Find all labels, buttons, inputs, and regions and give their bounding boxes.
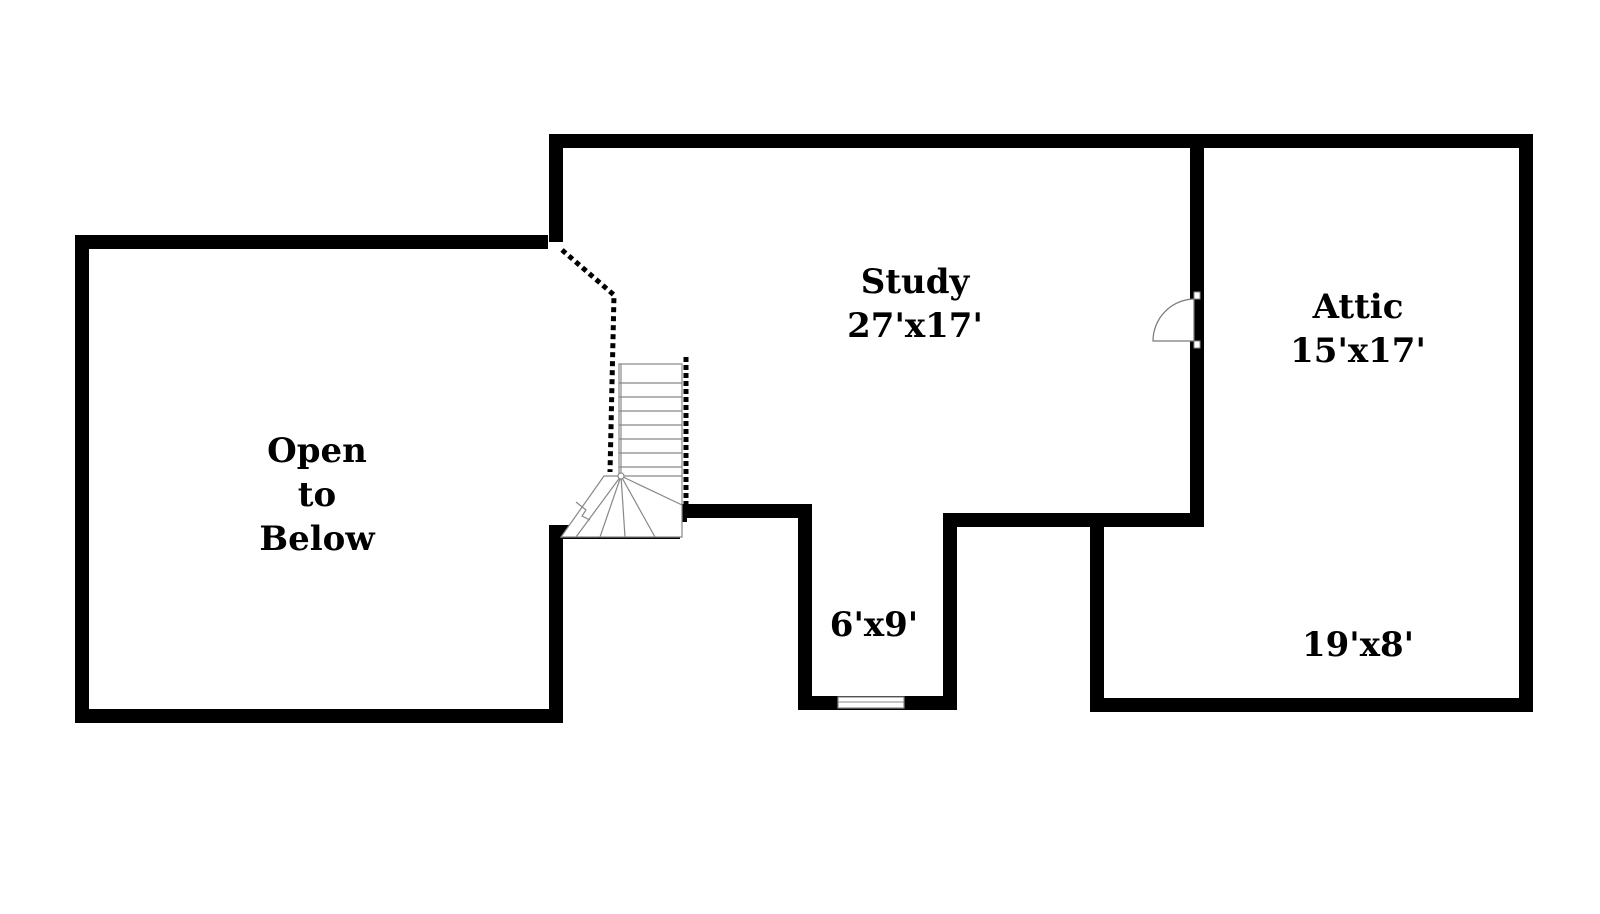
attic-walls <box>1090 134 1533 712</box>
open-to-below-walls <box>75 235 680 723</box>
dotted-railing <box>560 248 617 473</box>
door-icon <box>1152 291 1201 349</box>
open-to-below-label-line3: Below <box>259 519 375 559</box>
attic-lower-dimensions-label: 19'x8' <box>1302 625 1414 665</box>
study-dimensions-label: 27'x17' <box>847 306 983 346</box>
staircase-icon <box>559 363 683 538</box>
study-name-label: Study <box>861 262 971 302</box>
open-to-below-label-line1: Open <box>267 431 367 471</box>
window-icon <box>837 696 905 709</box>
study-walls <box>549 134 1204 710</box>
alcove-dimensions-label: 6'x9' <box>830 605 918 645</box>
open-to-below-label-line2: to <box>298 475 336 515</box>
attic-name-label: Attic <box>1312 287 1404 327</box>
attic-dimensions-label: 15'x17' <box>1290 331 1426 371</box>
